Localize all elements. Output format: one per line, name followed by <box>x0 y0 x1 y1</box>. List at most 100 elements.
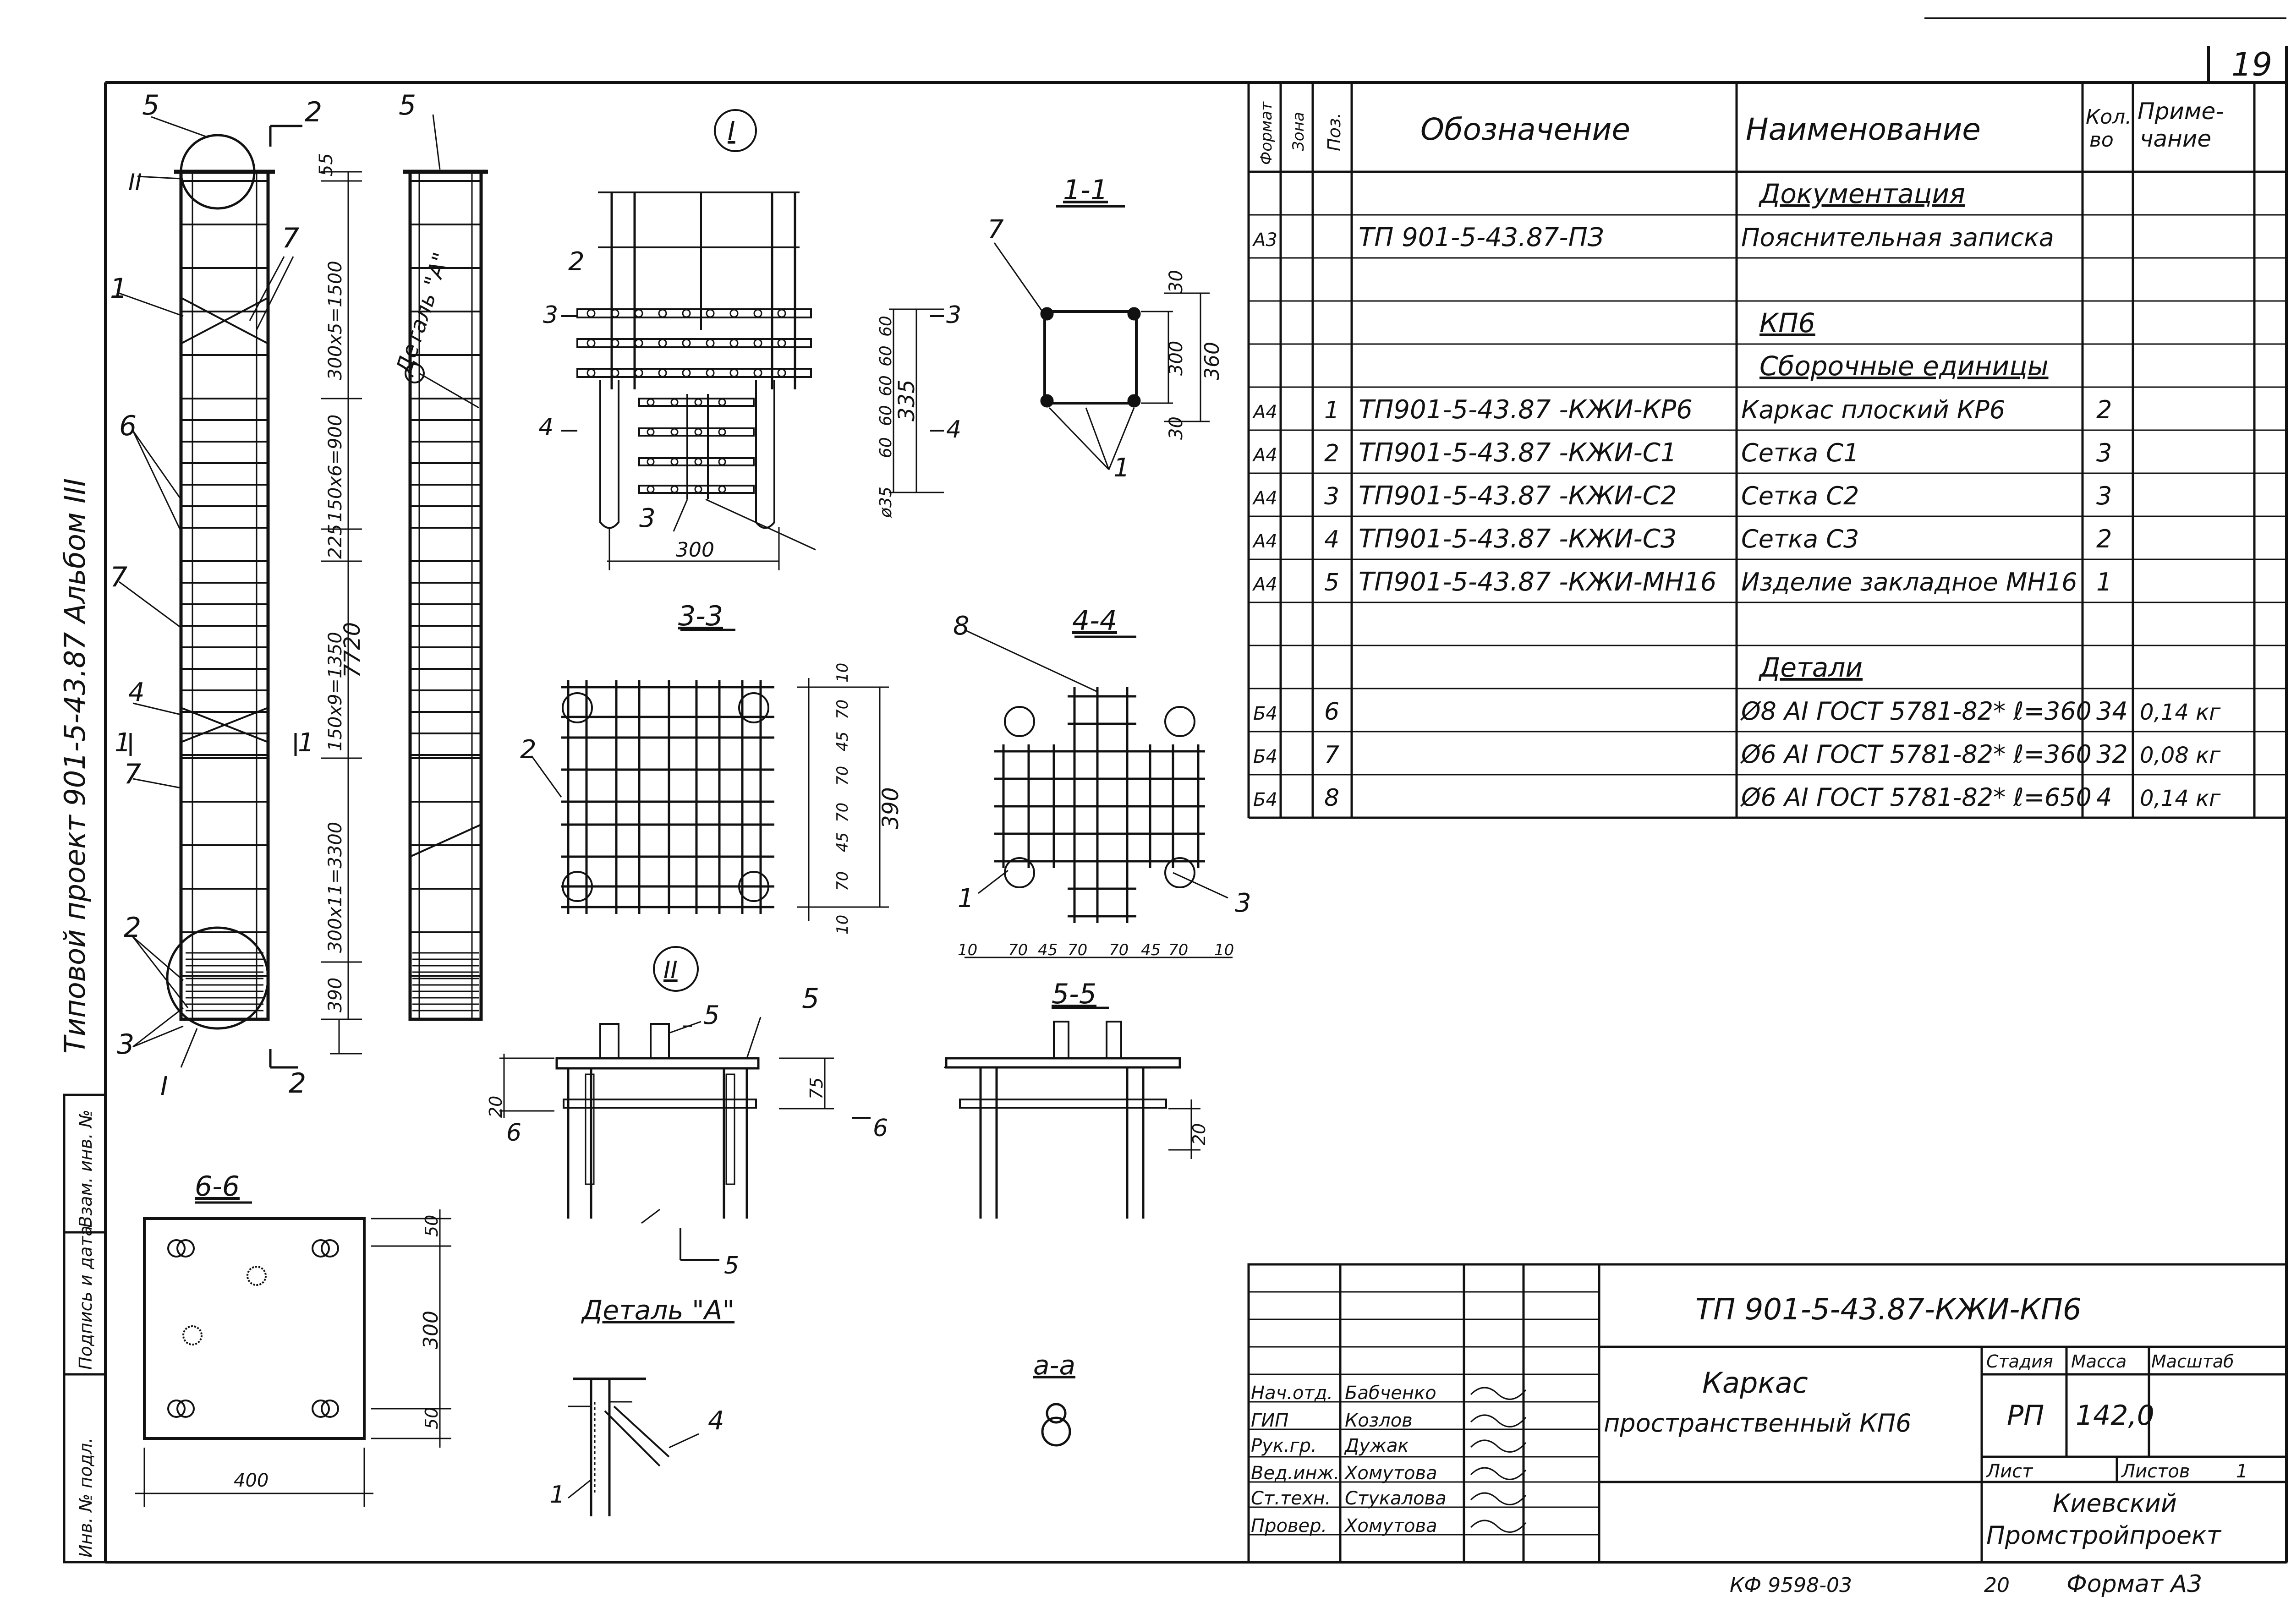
tb-scale-label: Масштаб <box>2151 1351 2234 1372</box>
spec-cell-format: Б4 <box>1253 746 1277 767</box>
bar-dot <box>634 309 643 318</box>
mark-6-main: 6 <box>119 410 137 442</box>
bar-dot <box>729 368 739 377</box>
detail-I-title: I <box>728 116 735 146</box>
dim-390: 390 <box>325 978 346 1012</box>
spec-cell-name: Каркас плоский КР6 <box>1741 395 2005 424</box>
s11-dim-300: 300 <box>1166 341 1187 376</box>
bar-dot <box>753 309 762 318</box>
s44-dim-70b: 70 <box>1068 941 1087 959</box>
dim-150x9: 150х9=1350 <box>325 632 346 751</box>
tb-person-role: Вед.инж. <box>1251 1463 1339 1484</box>
detI-mark-3r: 3 <box>946 301 961 329</box>
bar-dot <box>694 458 702 466</box>
section-a-a <box>1041 1403 1071 1447</box>
spec-head-name: Наименование <box>1746 112 1981 147</box>
tb-code: ТП 901-5-43.87-КЖИ-КП6 <box>1695 1293 2082 1327</box>
spec-cell-name: Документация <box>1758 178 1965 209</box>
bottom-format: Формат A3 <box>2066 1570 2202 1598</box>
dim-300x5: 300х5=1500 <box>325 261 346 380</box>
section-5-5 <box>944 1006 1200 1219</box>
s11-mark-1: 1 <box>1113 453 1130 483</box>
bar-dot <box>647 485 655 493</box>
tb-org-1: Киевский <box>2053 1489 2177 1518</box>
tb-sheet-label: Лист <box>1985 1461 2033 1482</box>
section-3-3-title: 3-3 <box>678 600 723 632</box>
detail-A <box>568 1378 699 1516</box>
section-5-5-title: 5-5 <box>1052 978 1096 1010</box>
spec-cell-note: 0,14 кг <box>2140 786 2221 811</box>
spec-cell-name: Ø8 AI ГОСТ 5781-82* ℓ=360 <box>1740 697 2092 726</box>
mark-5-side: 5 <box>399 89 416 121</box>
mark-1-section-r: 1 <box>298 728 314 758</box>
bar-dot <box>647 428 655 436</box>
spec-cell-designation: ТП901-5-43.87 -КЖИ-МН16 <box>1359 567 1716 597</box>
callout-II: II <box>128 169 142 196</box>
signature <box>1470 1520 1527 1533</box>
detII-mark-5a: 5 <box>703 1001 720 1030</box>
bar-dot <box>610 368 619 377</box>
spec-cell-name: Пояснительная записка <box>1741 223 2054 252</box>
mark-2-top: 2 <box>305 96 322 128</box>
spec-cell-name: КП6 <box>1759 307 1815 339</box>
tb-person-role: Ст.техн. <box>1251 1488 1331 1509</box>
detA-mark-4: 4 <box>708 1406 724 1436</box>
s11-dim-360: 360 <box>1200 342 1224 380</box>
bar-dot <box>658 309 667 318</box>
tb-person-name: Хомутова <box>1344 1515 1437 1537</box>
bar-dot <box>718 428 726 436</box>
spec-head-note-2: чание <box>2140 126 2211 152</box>
s66-dim-50b: 50 <box>422 1407 442 1429</box>
bar-dot <box>694 398 702 406</box>
spec-head-pos: Поз. <box>1324 113 1344 151</box>
bar-dot <box>729 339 739 348</box>
bottom-num: 20 <box>1984 1574 2010 1597</box>
tb-stage: РП <box>2007 1400 2044 1432</box>
bar-dot <box>670 458 679 466</box>
bar-dot <box>670 485 679 493</box>
s44-dim-70d: 70 <box>1168 941 1188 959</box>
bar-dot <box>718 485 726 493</box>
spec-cell-format: Б4 <box>1253 789 1277 810</box>
spec-cell-format: A4 <box>1252 488 1277 509</box>
detII-mark-6: 6 <box>506 1119 521 1147</box>
bar-dot <box>694 428 702 436</box>
detI-dim-60b: 60 <box>877 345 895 366</box>
section-1-1 <box>993 205 1210 470</box>
spec-cell-qty: 4 <box>2096 783 2112 812</box>
spec-cell-name: Сетка С3 <box>1741 525 1859 553</box>
spec-head-format: Формат <box>1257 101 1276 165</box>
s33-dim-70b: 70 <box>833 766 852 786</box>
bar-dot <box>706 368 715 377</box>
spec-cell-pos: 4 <box>1324 526 1339 553</box>
spec-head-qty: Кол. <box>2086 105 2132 129</box>
bar-dot <box>729 309 739 318</box>
bar-dot <box>658 339 667 348</box>
main-arrows <box>129 125 302 1069</box>
tb-stage-label: Стадия <box>1986 1351 2053 1372</box>
left-stamp-strip <box>63 1094 107 1564</box>
spec-cell-designation: ТП 901-5-43.87-ПЗ <box>1359 223 1604 252</box>
bar-dot <box>777 339 786 348</box>
spec-cell-qty: 3 <box>2096 481 2112 510</box>
mark-2-main: 2 <box>124 912 141 944</box>
bar-dot <box>753 339 762 348</box>
bottom-code: КФ 9598-03 <box>1730 1574 1852 1597</box>
detail-A-title: Деталь "А" <box>581 1295 734 1326</box>
tb-person-role: Провер. <box>1251 1515 1327 1537</box>
bar-dot <box>634 368 643 377</box>
callout-I: I <box>160 1072 168 1101</box>
bar-dot <box>694 485 702 493</box>
bar-dot <box>682 339 691 348</box>
s44-dim-45b: 45 <box>1141 941 1161 959</box>
tb-mass: 142,0 <box>2076 1400 2154 1432</box>
bar-dot <box>753 368 762 377</box>
bar-dot <box>647 398 655 406</box>
tb-sheets-label: Листов <box>2121 1461 2190 1482</box>
spec-cell-designation: ТП901-5-43.87 -КЖИ-С3 <box>1359 524 1677 554</box>
s44-dim-10b: 10 <box>1214 941 1234 959</box>
spec-cell-pos: 3 <box>1324 483 1339 510</box>
bar-dot <box>706 339 715 348</box>
detail-II <box>499 946 871 1261</box>
